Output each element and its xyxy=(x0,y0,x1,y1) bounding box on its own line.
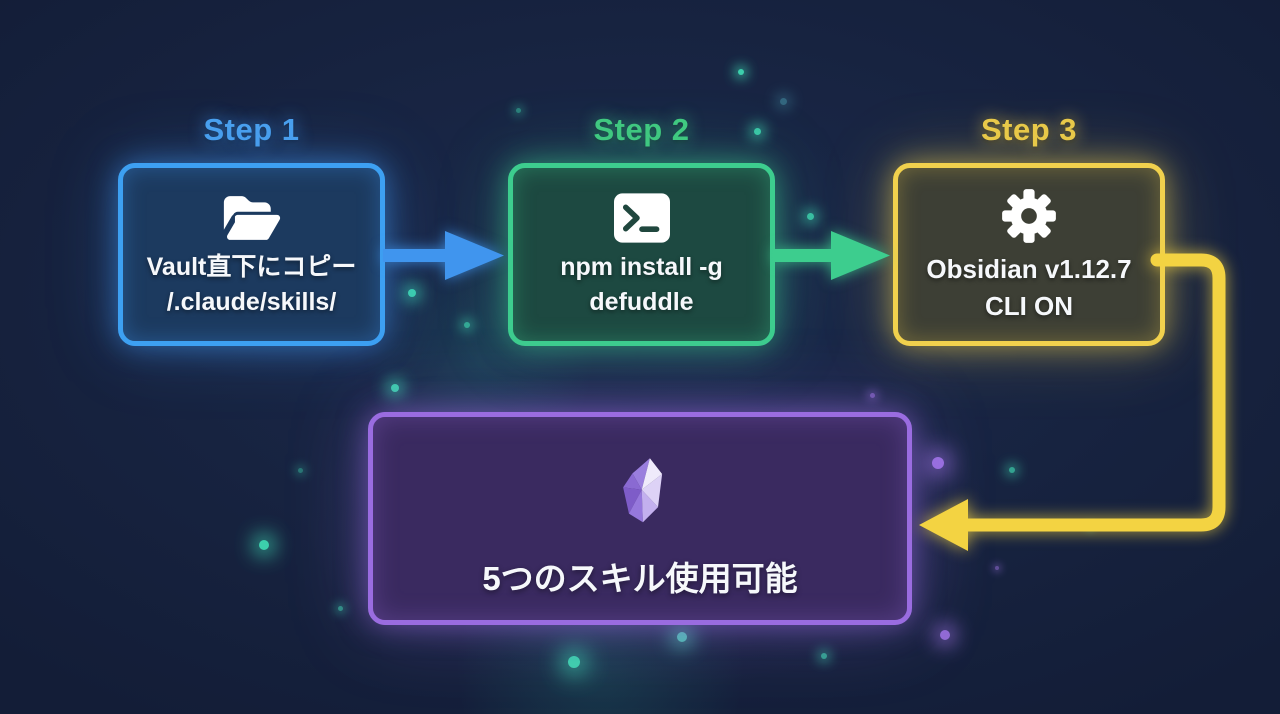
glow-particle xyxy=(940,630,950,640)
gear-hole xyxy=(1021,208,1037,224)
step3-title: Step 3 xyxy=(980,112,1078,147)
terminal-icon xyxy=(613,192,670,243)
glow-particle xyxy=(753,127,761,135)
step2-title: Step 2 xyxy=(593,112,690,147)
glow-particle xyxy=(337,605,343,611)
step3-line2: CLI ON xyxy=(984,291,1074,321)
arrow-step1-to-step2 xyxy=(383,231,504,280)
glow-particle xyxy=(464,322,470,328)
step3-box: Obsidian v1.12.7 CLI ON xyxy=(893,163,1165,346)
glow-particle xyxy=(932,457,944,469)
obsidian-gem-icon xyxy=(623,457,663,522)
glow-particle xyxy=(806,212,814,220)
glow-particle xyxy=(821,653,827,659)
step2-line2: defuddle xyxy=(589,288,694,316)
gear-icon xyxy=(1002,189,1056,243)
step2-line1: npm install -g xyxy=(560,252,723,281)
step1-line2: /.claude/skills/ xyxy=(166,288,337,316)
result-label: 5つのスキル使用可能 xyxy=(482,559,798,597)
arrow-step2-to-step3 xyxy=(773,231,890,280)
step3-line1: Obsidian v1.12.7 xyxy=(926,254,1132,285)
arrow-step3-to-result xyxy=(919,253,1226,551)
glow-particle xyxy=(259,540,269,550)
glow-particle xyxy=(995,566,999,570)
glow-particle xyxy=(408,289,416,297)
folder-open-icon xyxy=(223,195,280,240)
glow-particle xyxy=(297,467,303,473)
step1-line1: Vault直下にコピー xyxy=(146,252,357,281)
glow-particle xyxy=(391,384,399,392)
glow-particle xyxy=(1009,467,1015,473)
glow-particle xyxy=(515,107,521,113)
result-box: 5つのスキル使用可能 xyxy=(368,412,912,625)
glow-particle xyxy=(677,632,687,642)
glow-particle xyxy=(869,392,875,398)
step2-box: npm install -g defuddle xyxy=(508,163,775,346)
step1-title: Step 1 xyxy=(203,112,300,147)
glow-particle xyxy=(779,97,787,105)
glow-particle xyxy=(568,656,580,668)
step1-box: Vault直下にコピー /.claude/skills/ xyxy=(118,163,385,346)
glow-particle xyxy=(738,69,744,75)
